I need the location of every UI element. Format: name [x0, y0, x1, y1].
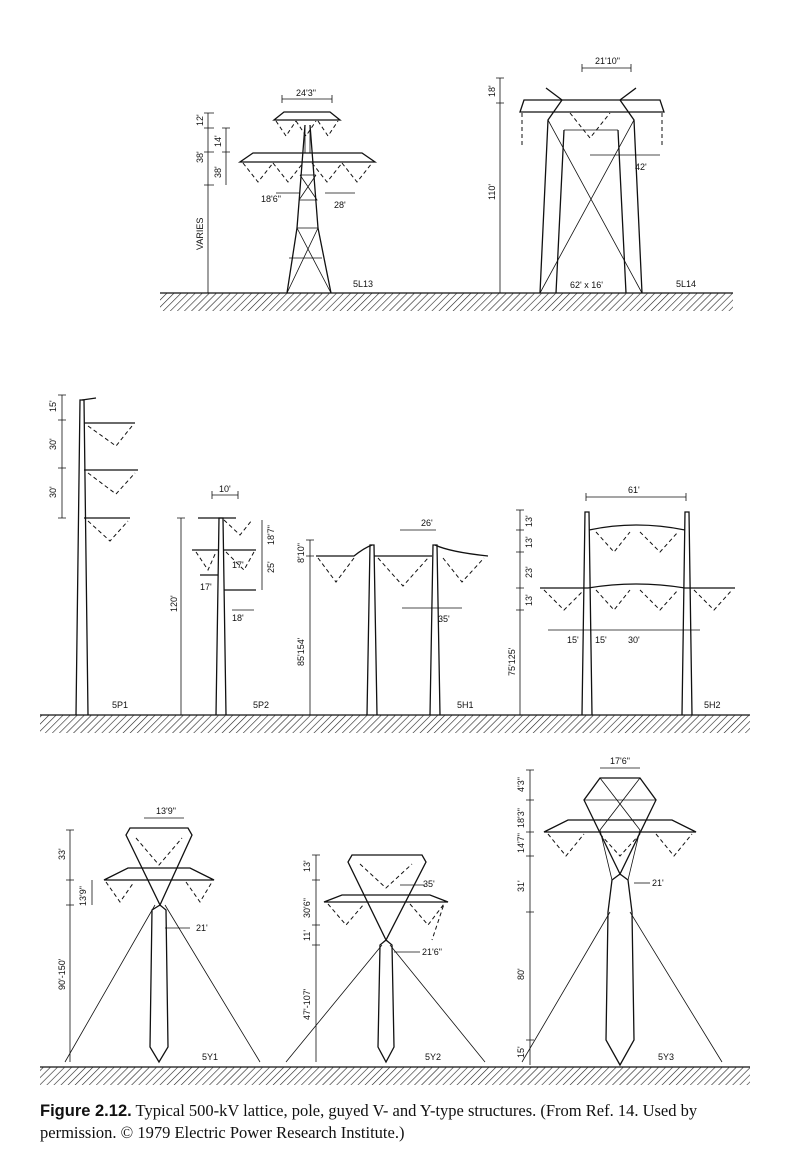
dim-5P2-top: 18'7": [266, 525, 276, 545]
dim-5H2-width: 61': [628, 485, 640, 495]
dim-5Y1-height: 90'-150': [57, 958, 67, 990]
dim-5Y3-width: 17'6": [610, 756, 630, 766]
dim-5Y3-spacing: 31': [516, 880, 526, 892]
dim-5P2-arm: 17': [232, 560, 244, 570]
label-5P1: 5P1: [112, 700, 128, 710]
transmission-structures-drawing: 24'3" 12' 14' 38' 38' 18'6" 28' VARIES 5…: [40, 56, 750, 1085]
dim-5P2-spacing: 25': [266, 561, 276, 573]
dim-5Y3-phase: 21': [652, 878, 664, 888]
dim-5Y3-arm: 14'7": [516, 833, 526, 853]
pole-5P2: 10' 18'7" 17' 25' 17' 18' 120' 5P2: [169, 484, 276, 716]
dim-5L14-top: 18': [487, 85, 497, 97]
dim-5Y2-spacing: 30'6": [302, 898, 312, 918]
dim-5L14-phase: 42': [635, 162, 647, 172]
dim-5H1-width: 26': [421, 518, 433, 528]
dim-5L14-width: 21'10": [595, 56, 620, 66]
label-5L13: 5L13: [353, 279, 373, 289]
dim-5L13-bundle: 28': [334, 200, 346, 210]
dim-5H1-height: 85'154': [296, 637, 306, 666]
dim-5L13-top: 12': [195, 114, 205, 126]
dim-5Y2-height: 47'-107': [302, 988, 312, 1020]
dim-5P2-width: 10': [219, 484, 231, 494]
dim-5H1-top: 8'10": [296, 543, 306, 563]
dim-5L13-phase: 18'6": [261, 194, 281, 204]
dim-5Y1-arm: 13'9": [78, 886, 88, 906]
tower-5L13: 24'3" 12' 14' 38' 38' 18'6" 28' VARIES 5…: [195, 88, 378, 294]
label-5Y3: 5Y3: [658, 1052, 674, 1062]
dim-5L13-upper-arm: 14': [213, 135, 223, 147]
dim-5P2-arm2: 17': [200, 582, 212, 592]
dim-5Y1-width: 13'9": [156, 806, 176, 816]
dim-5H2-height: 75'125': [507, 647, 517, 676]
dim-5P1-top: 15': [48, 400, 58, 412]
dim-5Y1-phase: 21': [196, 923, 208, 933]
dim-5H2-phase1: 15': [567, 635, 579, 645]
ground-row1: [160, 292, 733, 311]
dim-5Y3-upper: 18'3": [516, 808, 526, 828]
dim-5H2-phase3: 30': [628, 635, 640, 645]
dim-5Y3-top: 4'3": [516, 777, 526, 792]
dim-5H1-phase: 35': [438, 614, 450, 624]
dim-5Y3-mast: 80': [516, 968, 526, 980]
label-5H2: 5H2: [704, 700, 721, 710]
dim-5L14-height: 110': [487, 184, 497, 200]
guyed-5Y1: 13'9" 33' 13'9" 21' 90'-150' 5Y1: [57, 806, 261, 1064]
dim-5Y2-phase: 21'6": [422, 947, 442, 957]
ground-row2: [40, 714, 750, 733]
guyed-5Y2: 13' 35' 30'6" 11' 21'6" 47'-107' 5Y2: [285, 854, 486, 1064]
dim-5H2-upper: 13': [524, 536, 534, 548]
dim-5P1-low: 30': [48, 486, 58, 498]
dim-5P2-height: 120': [169, 595, 179, 612]
label-5H1: 5H1: [457, 700, 474, 710]
dim-5L13-height: VARIES: [195, 218, 205, 250]
dim-5H2-spacing: 23': [524, 566, 534, 578]
dim-5H2-top: 13': [524, 515, 534, 527]
dim-5H2-phase2: 15': [595, 635, 607, 645]
hframe-5H1: 26' 8'10" 85'154' 35' 5H1: [296, 518, 489, 716]
dim-5Y2-top: 13': [302, 860, 312, 872]
figure-caption-text: Typical 500-kV lattice, pole, guyed V- a…: [40, 1101, 698, 1142]
pole-5P1: 15' 30' 30' 5P1: [48, 394, 138, 716]
dim-5Y1-top: 33': [57, 848, 67, 860]
guyed-5Y3: 17'6" 4'3" 18'3" 14'7" 21' 31' 80' 15' 5…: [516, 756, 723, 1067]
label-5P2: 5P2: [253, 700, 269, 710]
label-5Y2: 5Y2: [425, 1052, 441, 1062]
dim-5Y2-arm: 11': [302, 930, 312, 941]
dim-5L14-base: 62' x 16': [570, 280, 603, 290]
dim-5L13-spacing2: 38': [213, 166, 223, 178]
dim-5P2-arm3: 18': [232, 613, 244, 623]
dim-5L13-spacing1: 38': [195, 151, 205, 163]
label-5L14: 5L14: [676, 279, 696, 289]
hframe-5H2: 61' 13' 13' 23' 13' 15' 15' 30' 75'125' …: [507, 485, 735, 716]
tower-5L14: 21'10" 18' 110' 42' 62' x 16' 5L14: [487, 56, 696, 294]
figure-caption: Figure 2.12. Typical 500-kV lattice, pol…: [40, 1100, 750, 1143]
dim-5Y2-width: 35': [423, 879, 435, 889]
dim-5Y3-base: 15': [516, 1046, 526, 1058]
dim-5H2-lower: 13': [524, 594, 534, 606]
dim-5P1-mid: 30': [48, 438, 58, 450]
figure-label: Figure 2.12.: [40, 1102, 132, 1120]
dim-5L13-width: 24'3": [296, 88, 316, 98]
label-5Y1: 5Y1: [202, 1052, 218, 1062]
ground-row3: [40, 1066, 750, 1085]
